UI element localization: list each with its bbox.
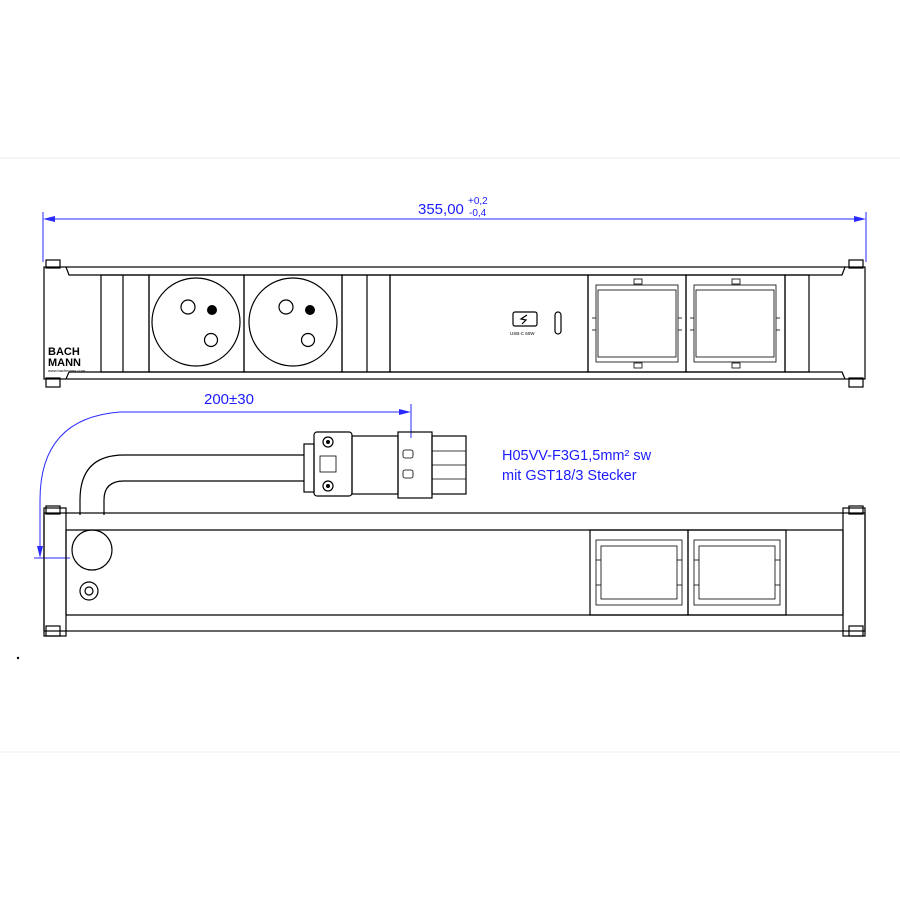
cable-length-value: 200±30 [204,391,254,408]
usb-c-module: USB-C 60W [389,274,589,373]
width-tolerance-plus: +0,2 [468,196,488,207]
overall-width-dimension: 355,00 +0,2 -0,4 [42,196,867,262]
power-socket-1 [148,274,245,373]
front-view: BACH MANN www.bachmann.com [43,259,866,388]
data-module-frame-2 [685,274,786,373]
data-module-frame-1 [587,274,687,373]
cable-spec-line2: mit GST18/3 Stecker [502,468,637,484]
gst18-connector [303,431,467,499]
rear-module-cutout-1 [589,529,689,616]
power-cable [79,454,304,515]
cable-spec-line1: H05VV-F3G1,5mm² sw [502,448,652,464]
rear-module-cutout-2 [687,529,787,616]
earth-pin-icon [305,305,315,315]
logo-website: www.bachmann.com [48,368,86,373]
earth-pin-icon [207,305,217,315]
usb-c-port [554,311,562,335]
rear-view [43,505,866,637]
width-tolerance-minus: -0,4 [469,208,487,219]
cable-entry-grommet [71,529,113,571]
power-socket-2 [243,274,343,373]
width-dimension-value: 355,00 [418,201,464,218]
mounting-hole [79,581,99,601]
logo-text-line2: MANN [48,357,81,369]
logo-text-line1: BACH [48,346,80,358]
cable-length-dimension: 200±30 [34,391,412,559]
lightning-icon [519,314,528,325]
usb-c-label: USB-C 60W [510,331,535,336]
